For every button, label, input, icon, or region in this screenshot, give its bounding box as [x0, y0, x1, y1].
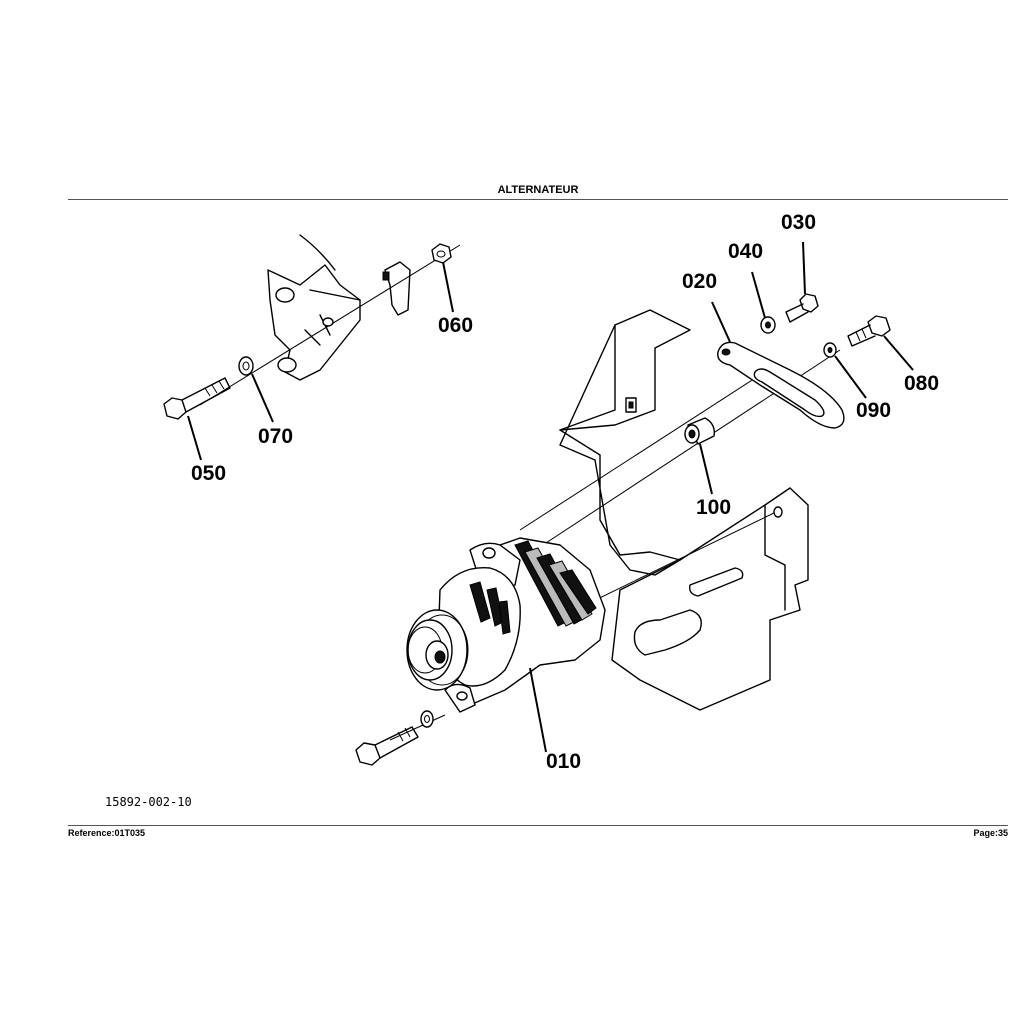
callout-060: 060: [438, 314, 473, 337]
footer-divider: [68, 825, 1008, 826]
drawing-number: 15892-002-10: [105, 795, 192, 809]
bushing-100: [684, 417, 715, 445]
alternator-cooling-fins: [514, 540, 597, 627]
callout-100: 100: [696, 496, 731, 519]
adjusting-link-020: [717, 341, 845, 429]
upper-support-bracket: [559, 309, 691, 576]
bolt-030: [785, 293, 819, 323]
callout-090: 090: [856, 399, 891, 422]
page-title: ALTERNATEUR: [497, 184, 579, 196]
callout-010: 010: [546, 750, 581, 773]
bolt-050: [163, 377, 231, 420]
alternator-bolt: [355, 710, 434, 766]
alternator-010: [406, 537, 606, 713]
engine-mount-bracket: [267, 234, 361, 381]
callout-040: 040: [728, 240, 763, 263]
callout-050: 050: [191, 462, 226, 485]
cable-clip: [382, 261, 411, 316]
bolt-080: [847, 315, 891, 347]
lower-mounting-plate: [611, 487, 809, 711]
front-cover-vents: [469, 581, 511, 635]
footer-reference: Reference:01T035: [68, 828, 146, 838]
callout-leader-lines: [187, 241, 914, 753]
footer-page-number: Page:35: [973, 828, 1008, 838]
callout-labels: 010 020 030 040 050 060 070 080 090 100: [191, 211, 939, 773]
callout-080: 080: [904, 372, 939, 395]
callout-030: 030: [781, 211, 816, 234]
callout-070: 070: [258, 425, 293, 448]
washer-040: [760, 316, 776, 334]
callout-020: 020: [682, 270, 717, 293]
washer-090: [823, 342, 837, 358]
alternator-pulley: [406, 609, 469, 691]
header-divider: [68, 199, 1008, 200]
nut-060: [431, 243, 452, 264]
washer-070: [238, 356, 254, 376]
